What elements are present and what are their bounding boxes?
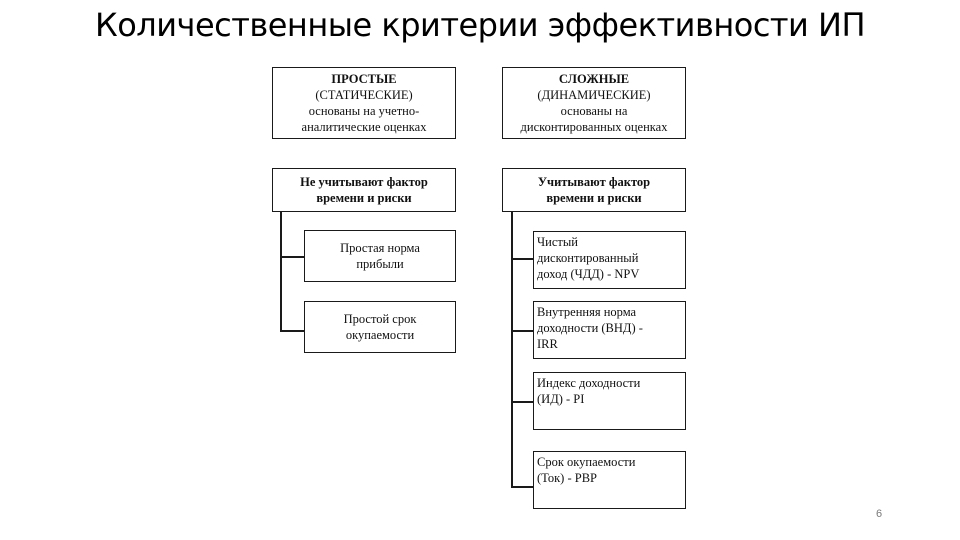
simple-item-2-line2: окупаемости xyxy=(345,328,415,342)
left-branch-2 xyxy=(280,330,304,332)
right-branch-4 xyxy=(511,486,533,488)
right-tree-trunk xyxy=(511,212,513,487)
npv-line1: Чистый xyxy=(537,235,578,249)
slide-title: Количественные критерии эффективности ИП xyxy=(94,6,866,44)
complex-item-pbp: Срок окупаемости (Ток) - PBP xyxy=(533,451,686,509)
complex-item-irr: Внутренняя норма доходности (ВНД) - IRR xyxy=(533,301,686,359)
page-number: 6 xyxy=(876,508,883,520)
complex-item-npv: Чистый дисконтированный доход (ЧДД) - NP… xyxy=(533,231,686,289)
irr-line3: IRR xyxy=(537,337,558,351)
simple-criteria-header: ПРОСТЫЕ (СТАТИЧЕСКИЕ) основаны на учетно… xyxy=(272,67,456,139)
npv-line3: доход (ЧДД) - NPV xyxy=(537,267,640,281)
simple-category-line1: Не учитывают фактор xyxy=(300,175,428,189)
complex-category-box: Учитывают фактор времени и риски xyxy=(502,168,686,212)
right-branch-2 xyxy=(511,330,533,332)
simple-header-line4: аналитические оценках xyxy=(301,120,427,134)
irr-line1: Внутренняя норма xyxy=(537,305,637,319)
right-branch-1 xyxy=(511,258,533,260)
simple-category-box: Не учитывают фактор времени и риски xyxy=(272,168,456,212)
simple-header-line1: ПРОСТЫЕ xyxy=(331,72,397,86)
simple-header-line2: (СТАТИЧЕСКИЕ) xyxy=(315,88,413,102)
irr-line2: доходности (ВНД) - xyxy=(537,321,643,335)
simple-item-profit-rate: Простая норма прибыли xyxy=(304,230,456,282)
pi-line1: Индекс доходности xyxy=(537,376,641,390)
simple-item-2-line1: Простой срок xyxy=(343,312,417,326)
complex-item-pi: Индекс доходности (ИД) - PI xyxy=(533,372,686,430)
complex-header-line3: основаны на xyxy=(560,104,628,118)
pbp-line2: (Ток) - PBP xyxy=(537,471,597,485)
complex-header-line4: дисконтированных оценках xyxy=(520,120,668,134)
simple-item-1-line1: Простая норма xyxy=(340,241,420,255)
simple-category-line2: времени и риски xyxy=(316,191,412,205)
complex-header-line2: (ДИНАМИЧЕСКИЕ) xyxy=(537,88,651,102)
complex-category-line1: Учитывают фактор xyxy=(537,175,651,189)
left-tree-trunk xyxy=(280,212,282,331)
npv-line2: дисконтированный xyxy=(537,251,639,265)
complex-criteria-header: СЛОЖНЫЕ (ДИНАМИЧЕСКИЕ) основаны на диско… xyxy=(502,67,686,139)
right-branch-3 xyxy=(511,401,533,403)
pbp-line1: Срок окупаемости xyxy=(537,455,636,469)
left-branch-1 xyxy=(280,256,304,258)
complex-category-line2: времени и риски xyxy=(546,191,642,205)
simple-header-line3: основаны на учетно- xyxy=(308,104,420,118)
simple-item-1-line2: прибыли xyxy=(356,257,404,271)
simple-item-payback: Простой срок окупаемости xyxy=(304,301,456,353)
pi-line2: (ИД) - PI xyxy=(537,392,585,406)
complex-header-line1: СЛОЖНЫЕ xyxy=(558,72,630,86)
